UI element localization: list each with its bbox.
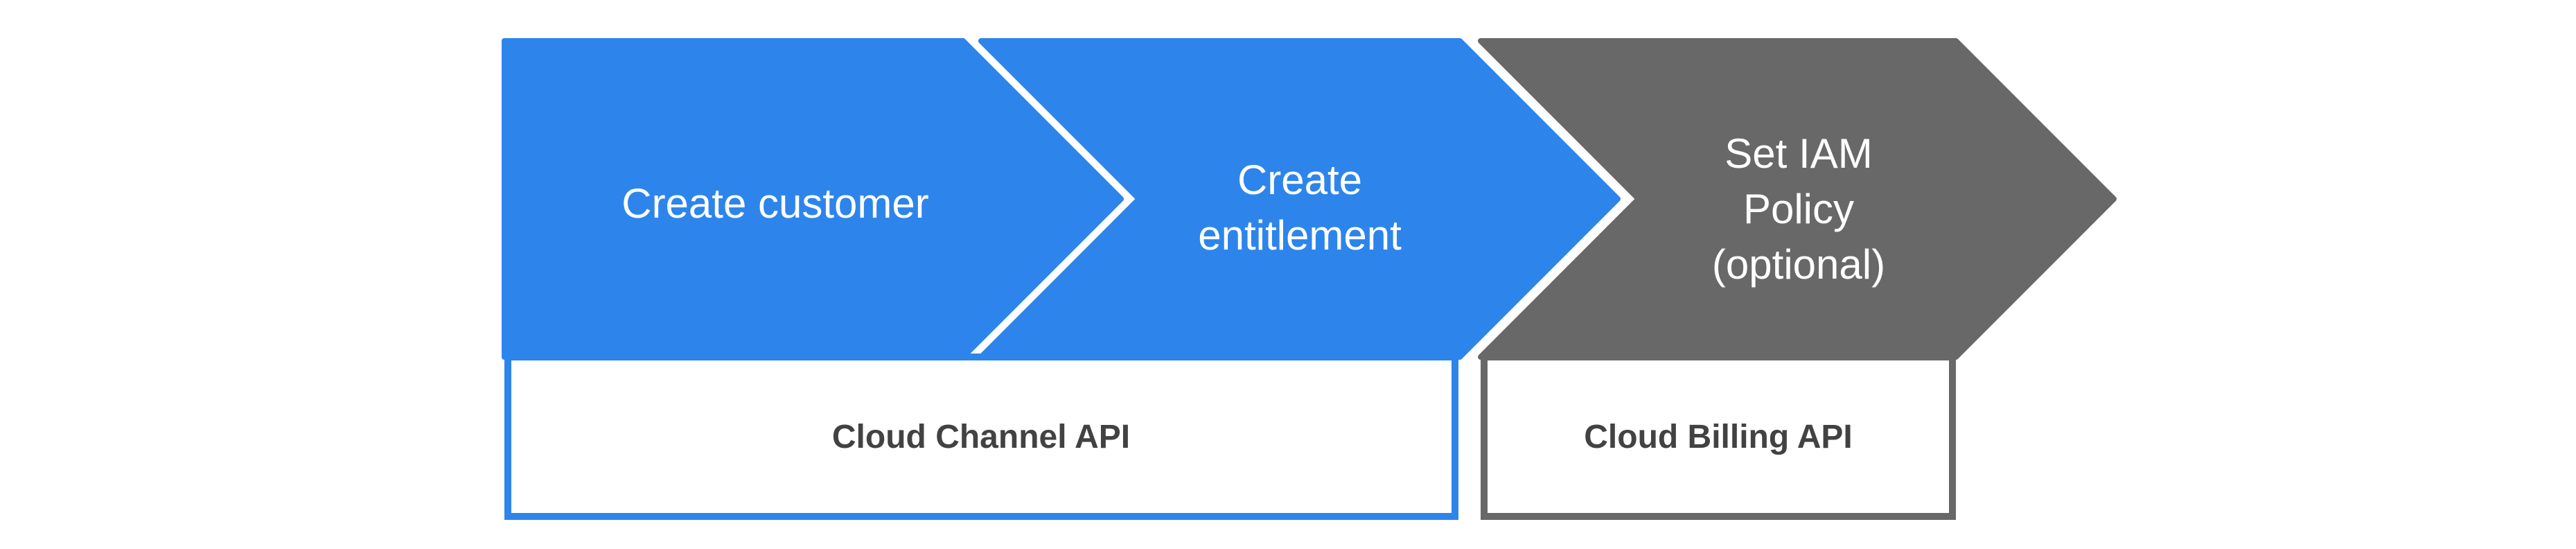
- step-chevron-create-entitlement: [978, 38, 1621, 360]
- step-chevron-set-iam-policy: [1478, 38, 2117, 360]
- step-chevron-create-customer: [502, 38, 1124, 360]
- api-box-cloud-channel: [504, 354, 1458, 520]
- api-box-cloud-billing: [1481, 354, 1956, 520]
